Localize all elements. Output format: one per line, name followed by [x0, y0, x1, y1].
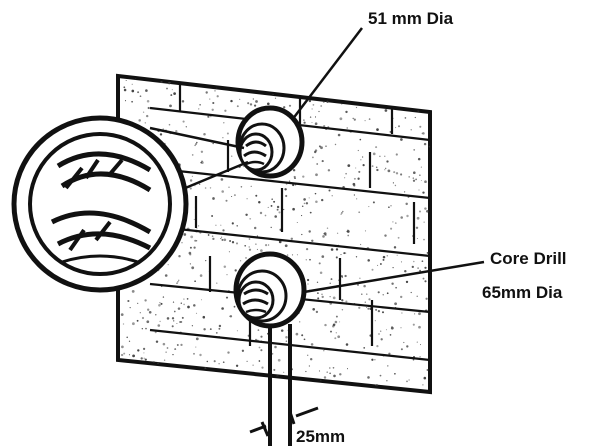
top-hole-leader	[291, 27, 363, 121]
top-wall-outlet	[235, 105, 305, 179]
core-drill-diameter-label: 65mm Dia	[482, 283, 563, 302]
magnified-outlet-inset	[11, 115, 249, 293]
top-hole-label: 51 mm Dia	[368, 9, 454, 28]
bottom-wall-outlet	[233, 251, 307, 329]
dimension-label: 25mm	[296, 427, 345, 446]
core-drill-leader	[303, 260, 485, 294]
pipe	[268, 324, 292, 446]
core-drill-label: Core Drill	[490, 249, 567, 268]
dimension-marks	[249, 406, 319, 437]
